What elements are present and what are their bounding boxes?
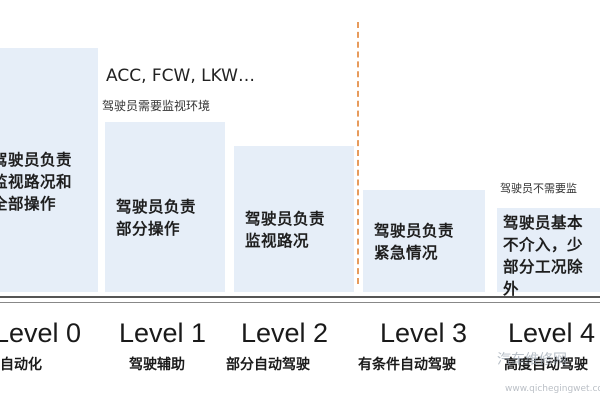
level-4-bar [497,208,600,292]
level-0-box-text: 驾驶员负责监视路况和全部操作 [0,151,73,213]
level-4-subtitle: 高度自动驾驶 [504,357,588,373]
baseline-bottom [0,302,600,303]
level-1-bar [105,122,225,292]
watermark-url: www.qichegingwet.com [505,384,600,394]
level-1-box-text: 驾驶员负责部分操作 [116,198,197,238]
level-3-box-text: 驾驶员负责紧急情况 [374,222,455,262]
automation-divider [357,22,359,284]
level-3-label: Level 3 [380,318,468,348]
level-4-box-text: 驾驶员基本不介入，少部分工况除外 [503,214,584,298]
level-2-label: Level 2 [241,318,329,348]
driver-no-monitor-label: 驾驶员不需要监 [500,182,577,195]
level-2-box-text: 驾驶员负责监视路况 [245,210,326,250]
level-0-bar [0,48,98,292]
watermark-text: 汽车维修网 [497,352,567,368]
adas-examples-label: ACC, FCW, LKW… [106,66,255,86]
level-2-subtitle: 部分自动驾驶 [226,357,310,373]
level-2-bar [234,146,354,292]
level-4-label: Level 4 [508,318,596,348]
level-3-subtitle: 有条件自动驾驶 [358,357,456,373]
baseline-top [0,296,600,298]
level-0-subtitle: 无自动化 [0,357,42,373]
level-0-label: Level 0 [0,318,82,348]
level-3-bar [363,190,485,292]
level-1-subtitle: 驾驶辅助 [129,357,185,373]
driver-monitor-label: 驾驶员需要监视环境 [102,99,211,113]
level-1-label: Level 1 [119,318,207,348]
